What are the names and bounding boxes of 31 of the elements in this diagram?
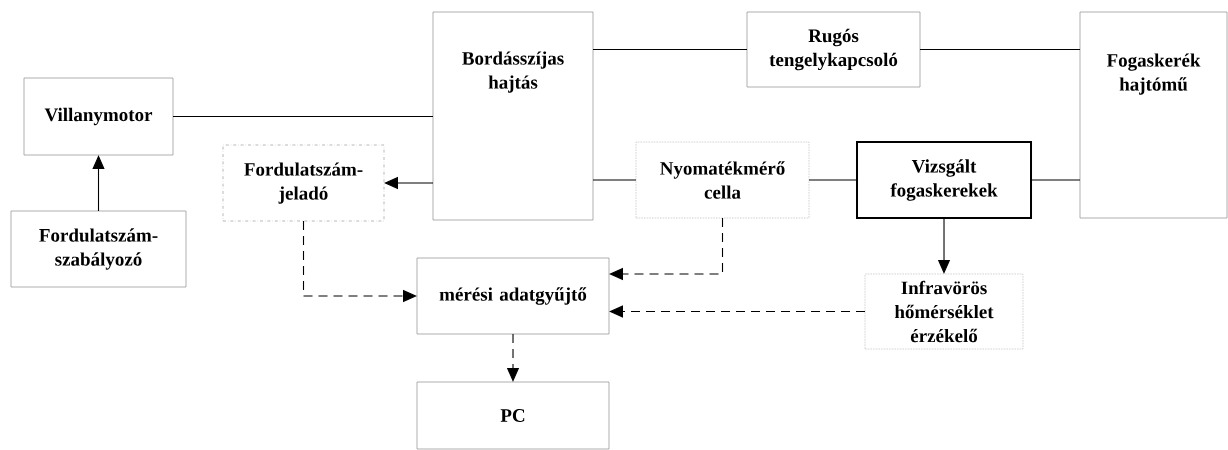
box-label: mérési adatgyűjtő xyxy=(439,287,587,305)
connector xyxy=(919,48,1081,51)
connector xyxy=(609,217,724,281)
box-label: Bordásszíjas hajtás xyxy=(462,51,564,93)
box-label: Vizsgált fogaskerekek xyxy=(890,159,998,201)
process-box xyxy=(23,77,174,156)
connector xyxy=(808,179,858,181)
process-box xyxy=(416,381,610,450)
box-label: Nyomatékmérő cella xyxy=(660,161,785,199)
connector xyxy=(1030,179,1081,181)
box-label: Fordulatszám-szabályozó xyxy=(39,228,158,270)
box-label: Rugós tengelykapcsoló xyxy=(769,28,898,71)
connector xyxy=(172,115,434,118)
box-label: PC xyxy=(500,409,525,422)
process-box xyxy=(416,257,610,335)
process-box xyxy=(856,141,1032,219)
box-label: Infravörös hőmérséklet érzékelő xyxy=(894,280,994,343)
box-label: Fogaskerék hajtómű xyxy=(1106,53,1201,95)
connector xyxy=(609,305,866,318)
connector xyxy=(592,179,637,181)
box-label: Villanymotor xyxy=(44,107,153,126)
connector xyxy=(592,48,748,51)
box-label: Fordulatszám-jeladó xyxy=(244,162,363,204)
process-box xyxy=(1079,11,1228,219)
sensor-box xyxy=(635,141,810,219)
process-box xyxy=(432,11,594,221)
sensor-box xyxy=(864,273,1024,350)
connector xyxy=(92,155,105,212)
sensor-box xyxy=(222,144,385,222)
process-box xyxy=(10,210,187,288)
process-box xyxy=(746,11,921,88)
